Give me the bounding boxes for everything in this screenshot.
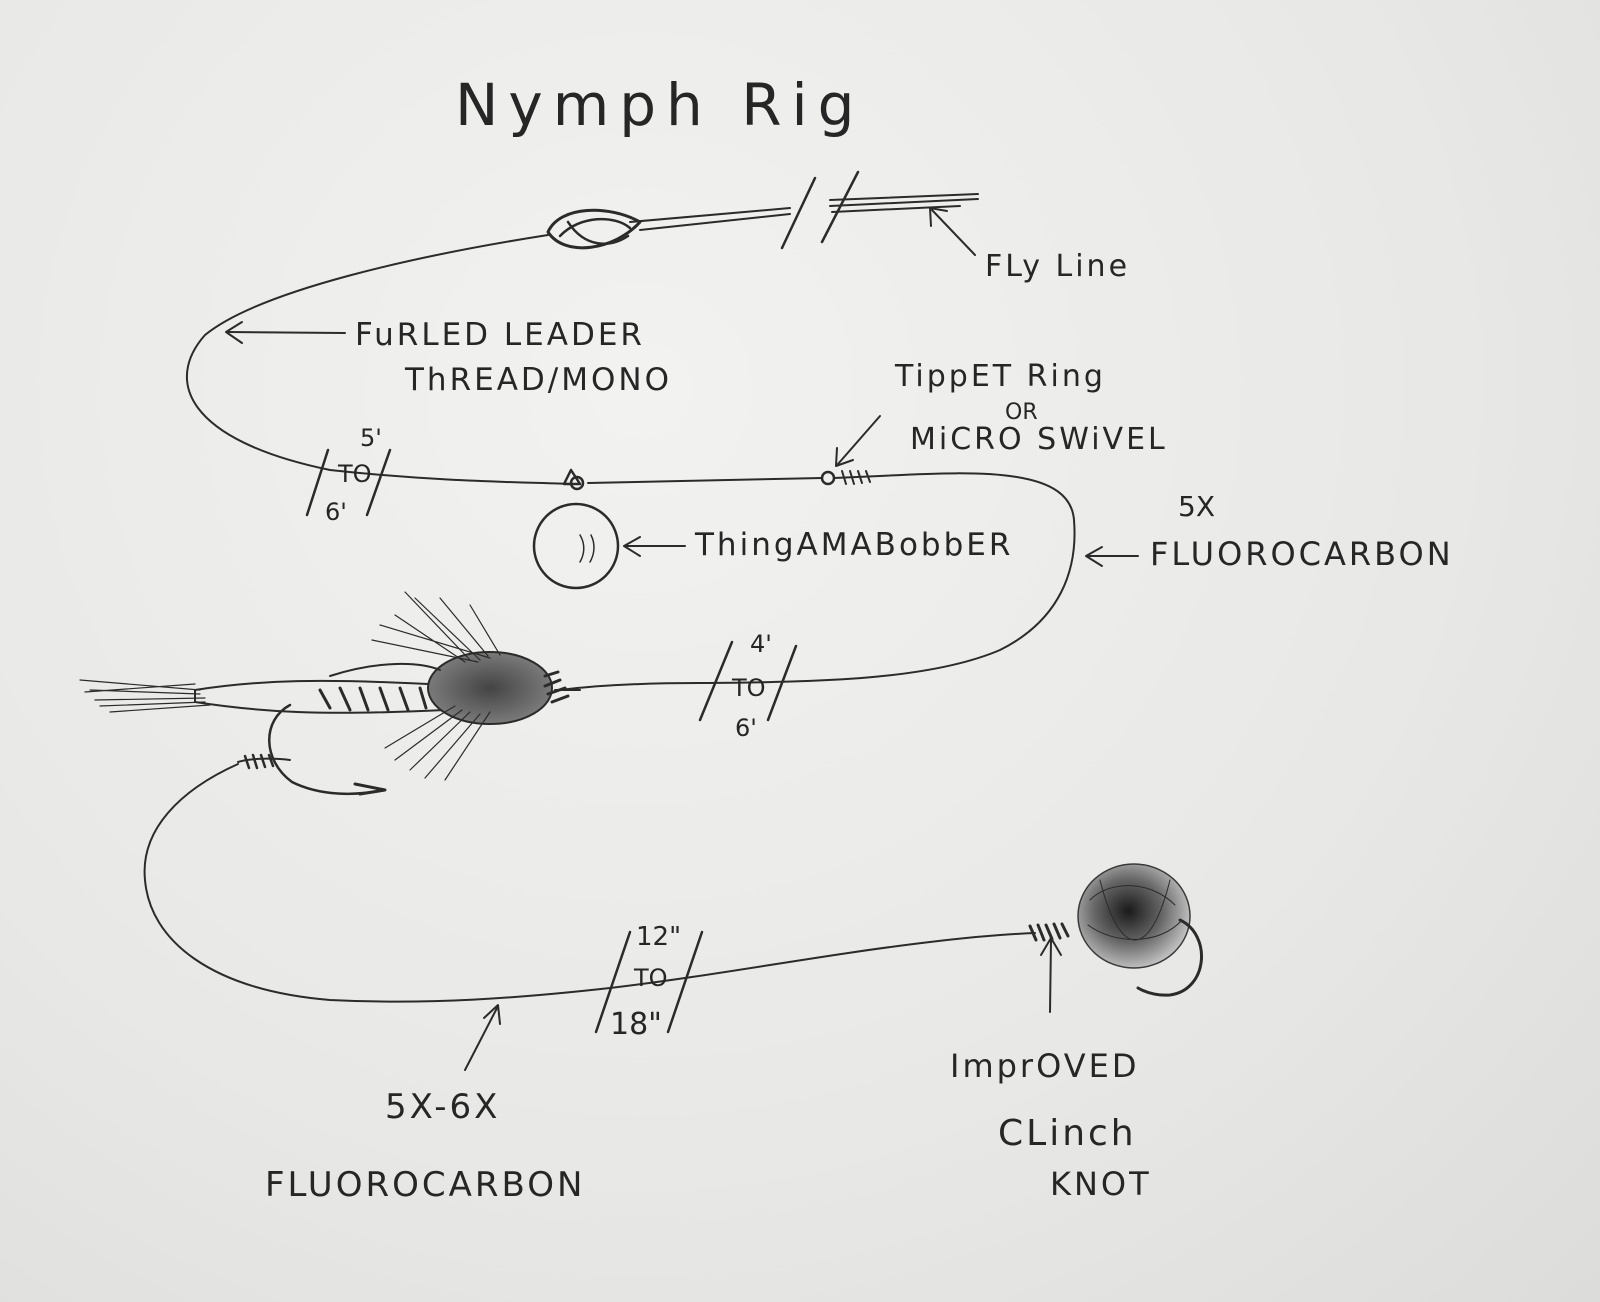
segment-1-to: TO [338, 460, 372, 488]
or-label: OR [1005, 400, 1038, 425]
segment-2-to: TO [732, 674, 766, 702]
bobber-arrow [623, 536, 686, 557]
fluorocarbon-5x-arrow [1085, 546, 1139, 567]
furled-leader-line [185, 234, 573, 485]
thread-mono-label: ThREAD/MONO [405, 362, 672, 398]
five-six-x-label: 5X-6X [385, 1087, 501, 1127]
thingamabobber-label: ThingAMABobbER [695, 527, 1014, 563]
tippet-ring-arrow [835, 415, 881, 467]
segment-3-max: 18" [610, 1007, 662, 1042]
loop-knot [546, 208, 642, 250]
clinch-knot [1028, 922, 1070, 942]
fluorocarbon-bottom-label: FLUOROCARBON [265, 1165, 586, 1205]
segment-1-marks [305, 448, 392, 517]
bead-head-fly [1077, 863, 1203, 997]
diagram-title: Nymph Rig [455, 71, 865, 139]
fluorocarbon-5x-line [559, 472, 1076, 691]
fluorocarbon-5x-6x-arrow [464, 1004, 501, 1071]
fluorocarbon-5x-6x-line [143, 763, 1036, 1003]
furled-leader-label: FuRLED LEADER [355, 317, 645, 353]
fluorocarbon-right-label: FLUOROCARBON [1150, 535, 1454, 573]
tippet-ring-label: TippET Ring [895, 359, 1106, 394]
bobber-to-ring-line [587, 477, 823, 484]
segment-2-marks [698, 640, 798, 722]
improved-label: ImprOVED [950, 1047, 1140, 1085]
segment-3-min: 12" [636, 922, 682, 952]
micro-swivel-label: MiCRO SWiVEL [910, 422, 1168, 457]
segment-1-min: 5' [360, 424, 382, 452]
clinch-knot-arrow [1040, 937, 1062, 1013]
thingamabobber-float [532, 468, 620, 590]
segment-2-max: 6' [735, 714, 757, 742]
dropper-knot [237, 753, 291, 770]
fly-line [629, 170, 979, 250]
segment-3-marks [594, 930, 704, 1034]
segment-3-to: TO [634, 964, 668, 992]
clinch-label: CLinch [998, 1113, 1137, 1154]
tippet-ring [820, 470, 881, 486]
nymph-fly [79, 591, 581, 796]
furled-leader-arrow [225, 321, 346, 344]
segment-1-max: 6' [325, 498, 347, 526]
fly-line-label: FLy Line [985, 249, 1131, 284]
segment-2-min: 4' [750, 630, 772, 658]
knot-label: KNOT [1050, 1165, 1152, 1203]
fly-line-arrow [929, 207, 976, 256]
five-x-label: 5X [1178, 490, 1215, 523]
